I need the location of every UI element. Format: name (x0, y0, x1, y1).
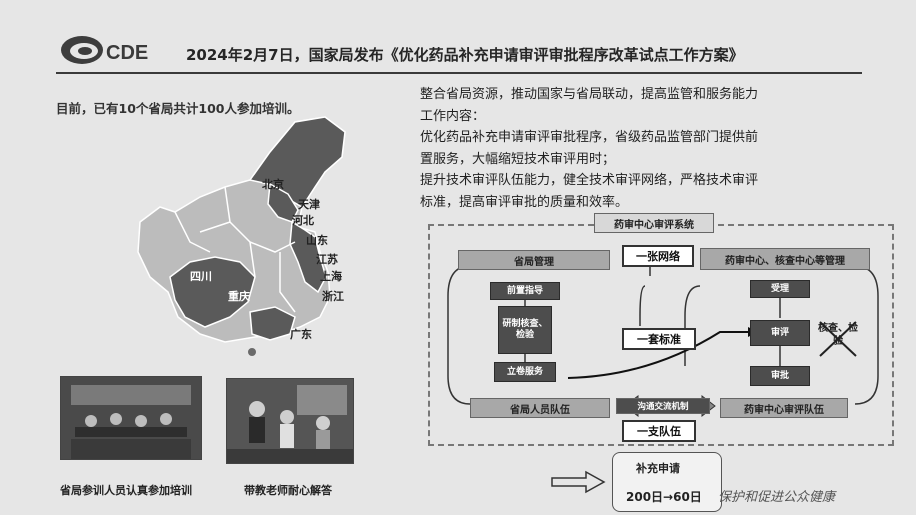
map-label-chongqing: 重庆 (228, 290, 250, 303)
map-label-sichuan: 四川 (190, 270, 212, 283)
provincial-management-header: 省局管理 (458, 250, 610, 270)
training-intro: 目前，已有10个省局共计100人参加培训。 (56, 101, 300, 116)
qa-photo (226, 378, 354, 464)
step-inspection-testing: 研制核查、检验 (498, 306, 552, 354)
communication-mechanism: 沟通交流机制 (616, 398, 710, 414)
diagram-title: 药审中心审评系统 (594, 213, 714, 233)
training-photo (60, 376, 202, 460)
map-highlight-south (249, 306, 296, 341)
header-divider (56, 72, 862, 74)
provincial-staff-footer: 省局人员队伍 (470, 398, 610, 418)
map-label-jiangsu: 江苏 (316, 253, 338, 266)
step-filing-service: 立卷服务 (494, 362, 556, 382)
photo-caption-training: 省局参训人员认真参加培训 (60, 484, 192, 497)
para-line: 整合省局资源，推动国家与省局联动，提高监管和服务能力 (420, 87, 759, 102)
para-line: 置服务，大幅缩短技术审评用时； (420, 151, 616, 167)
logo-text: CDE (106, 42, 148, 64)
right-arrow-icon (551, 470, 606, 494)
para-line: 工作内容： (420, 108, 486, 124)
one-team-label: 一支队伍 (622, 420, 696, 442)
crossed-inspection-testing: 核查、检验 (818, 323, 858, 347)
para-line: 优化药品补充申请审评审批程序，省级药品监管部门提供前 (420, 130, 759, 145)
map-boundaries (174, 186, 296, 313)
center-management-header: 药审中心、核查中心等管理 (700, 248, 870, 270)
map-label-hebei: 河北 (292, 214, 314, 227)
map-label-guangdong: 广东 (290, 328, 312, 341)
step-pre-guidance: 前置指导 (490, 282, 560, 300)
para-line: 标准，提高审评审批的质量和效率。 (420, 194, 629, 210)
map-label-shandong: 山东 (306, 234, 328, 247)
china-map (137, 116, 346, 356)
step-approval: 审批 (750, 366, 810, 386)
supplement-duration: 200日→60日 (626, 490, 702, 504)
step-review: 审评 (750, 320, 810, 346)
map-label-beijing: 北京 (262, 178, 284, 191)
supplement-result-box (612, 452, 722, 512)
supplement-title: 补充申请 (636, 462, 680, 475)
slogan: 保护和促进公众健康 (718, 490, 836, 505)
work-content-text: 整合省局资源，推动国家与省局联动，提高监管和服务能力 工作内容： 优化药品补充申… (420, 84, 870, 213)
one-standard-label: 一套标准 (622, 328, 696, 350)
map-hainan (248, 348, 256, 356)
cross-mark-icon (819, 321, 857, 357)
map-label-zhejiang: 浙江 (322, 290, 344, 303)
step-acceptance: 受理 (750, 280, 810, 298)
photo-caption-qa: 带教老师耐心解答 (244, 484, 332, 497)
map-label-tianjin: 天津 (298, 198, 320, 211)
page-title: 2024年2月7日，国家局发布《优化药品补充申请审评审批程序改革试点工作方案》 (186, 46, 744, 64)
center-staff-footer: 药审中心审评队伍 (720, 398, 848, 418)
map-highlight-east (289, 220, 327, 294)
map-highlight-southwest (169, 256, 256, 328)
para-line: 提升技术审评队伍能力，健全技术审评网络，严格技术审评 (420, 173, 759, 188)
cde-logo: CDE (61, 36, 148, 64)
one-network-label: 一张网络 (622, 245, 694, 267)
map-label-shanghai: 上海 (320, 270, 342, 283)
